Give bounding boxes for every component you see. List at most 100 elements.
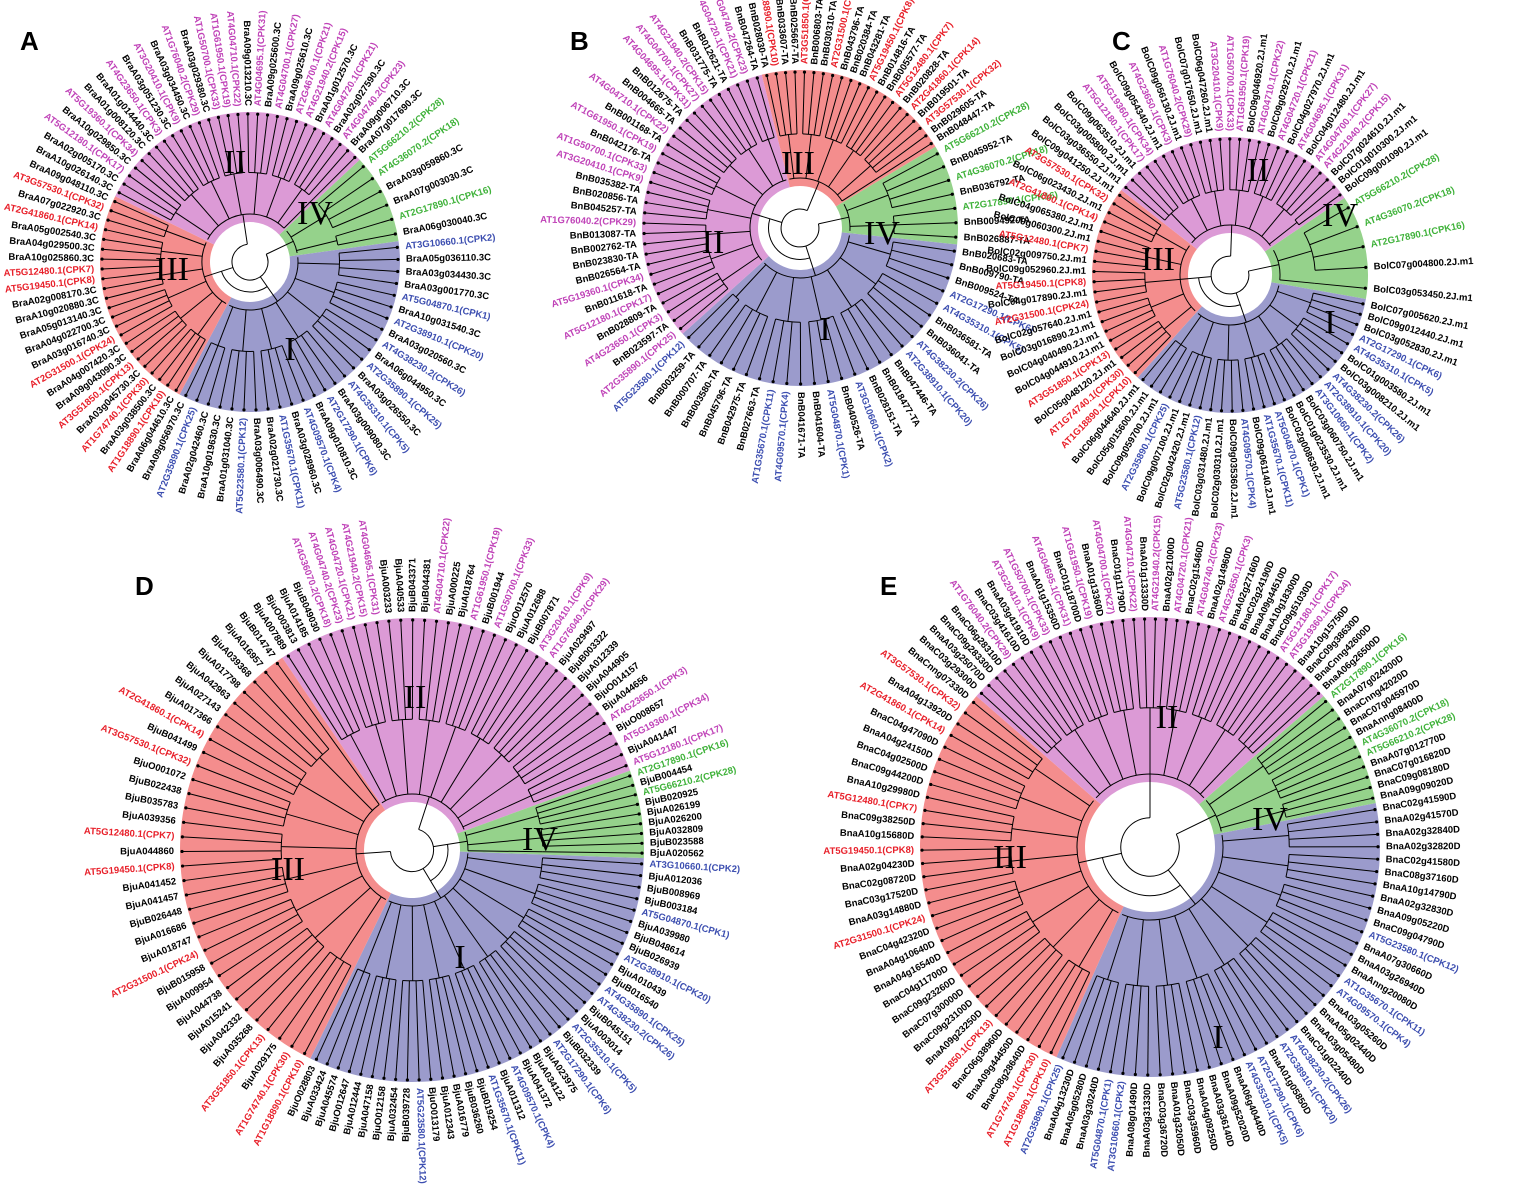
leaf-node xyxy=(968,984,971,987)
leaf-node xyxy=(385,204,388,207)
leaf-node xyxy=(933,770,936,773)
leaf-node xyxy=(1376,858,1379,861)
leaf-node xyxy=(141,159,144,162)
leaf-node xyxy=(266,407,269,410)
leaf-label: AT4G09570.1(CPK4) xyxy=(773,391,792,482)
leaf-label: BjuA039356 xyxy=(122,809,177,826)
leaf-node xyxy=(297,648,300,651)
leaf-node xyxy=(921,862,924,865)
leaf-node xyxy=(1162,155,1165,158)
leaf-node xyxy=(1118,194,1121,197)
leaf-node xyxy=(853,372,856,375)
leaf-label: BjuA020562 xyxy=(650,848,704,860)
leaf-node xyxy=(960,974,963,977)
leaf-node xyxy=(583,1001,586,1004)
leaf-node xyxy=(346,149,349,152)
leaf-node xyxy=(590,992,593,995)
leaf-node xyxy=(976,995,979,998)
leaf-node xyxy=(1276,656,1279,659)
leaf-node xyxy=(110,209,113,212)
leaf-node xyxy=(920,325,923,328)
leaf-label: BolC09g035360.2J.m1 xyxy=(1227,419,1240,520)
leaf-node xyxy=(597,982,600,985)
leaf-node xyxy=(246,112,249,115)
leaf-node xyxy=(1243,1053,1246,1056)
leaf-node xyxy=(224,713,227,716)
leaf-node xyxy=(1097,240,1100,243)
leaf-node xyxy=(890,353,893,356)
leaf-node xyxy=(727,88,730,91)
leaf-node xyxy=(840,377,843,380)
leaf-node xyxy=(639,874,642,877)
leaf-node xyxy=(661,152,664,155)
leaf-label: BolC07g004800.2J.m1 xyxy=(1373,256,1474,273)
leaf-node xyxy=(382,1077,385,1080)
leaf-node xyxy=(290,1045,293,1048)
leaf-node xyxy=(639,822,642,825)
leaf-node xyxy=(175,389,178,392)
leaf-node xyxy=(746,80,749,83)
leaf-node xyxy=(385,317,388,320)
leaf-node xyxy=(1375,820,1378,823)
leaf-node xyxy=(736,83,739,86)
leaf-node xyxy=(396,246,399,249)
leaf-node xyxy=(637,886,640,889)
leaf-node xyxy=(662,301,665,304)
leaf-node xyxy=(493,634,496,637)
leaf-node xyxy=(352,626,355,629)
leaf-label: BjuA044860 xyxy=(120,846,174,857)
leaf-branch xyxy=(182,851,281,852)
leaf-node xyxy=(947,179,950,182)
leaf-node xyxy=(640,832,643,835)
leaf-node xyxy=(441,1076,444,1079)
leaf-node xyxy=(624,764,627,767)
leaf-node xyxy=(394,232,397,235)
leaf-node xyxy=(1103,220,1106,223)
leaf-node xyxy=(1267,143,1270,146)
clade-label-III: III xyxy=(1141,241,1175,278)
leaf-node xyxy=(1100,230,1103,233)
leaf-node xyxy=(158,378,161,381)
leaf-node xyxy=(447,621,450,624)
clade-label-IV: IV xyxy=(864,215,900,252)
panel-letter: C xyxy=(1112,26,1131,56)
leaf-node xyxy=(645,253,648,256)
leaf-node xyxy=(303,1052,306,1055)
leaf-node xyxy=(497,1061,500,1064)
leaf-node xyxy=(1095,300,1098,303)
leaf-node xyxy=(1371,895,1374,898)
leaf-node xyxy=(950,734,953,737)
leaf-node xyxy=(1180,146,1183,149)
leaf-node xyxy=(1310,382,1313,385)
leaf-node xyxy=(1220,409,1223,412)
leaf-node xyxy=(649,181,652,184)
leaf-label: BnaA02g32820D xyxy=(1386,841,1461,852)
leaf-node xyxy=(1109,1070,1112,1073)
leaf-node xyxy=(374,338,377,341)
leaf-node xyxy=(1030,651,1033,654)
leaf-node xyxy=(938,758,941,761)
leaf-node xyxy=(371,1075,374,1078)
leaf-label: BnaA08g01490D xyxy=(1125,1082,1141,1157)
leaf-node xyxy=(558,1025,561,1028)
leaf-node xyxy=(475,1069,478,1072)
leaf-node xyxy=(1109,339,1112,342)
leaf-node xyxy=(831,74,834,77)
leaf-node xyxy=(1146,1073,1149,1076)
leaf-node xyxy=(230,407,233,410)
leaf-node xyxy=(130,350,133,353)
leaf-node xyxy=(1093,260,1096,263)
leaf-node xyxy=(985,1005,988,1008)
leaf-node xyxy=(1252,407,1255,410)
leaf-label: BnaC03g36720D xyxy=(1155,1083,1169,1158)
leaf-node xyxy=(1228,137,1231,140)
leaf-node xyxy=(604,973,607,976)
leaf-node xyxy=(1248,139,1251,142)
leaf-node xyxy=(1346,342,1349,345)
leaf-node xyxy=(1371,797,1374,800)
leaf-label: BjuB043371 xyxy=(407,557,418,612)
leaf-node xyxy=(333,382,336,385)
leaf-node xyxy=(393,294,396,297)
leaf-node xyxy=(765,74,768,77)
